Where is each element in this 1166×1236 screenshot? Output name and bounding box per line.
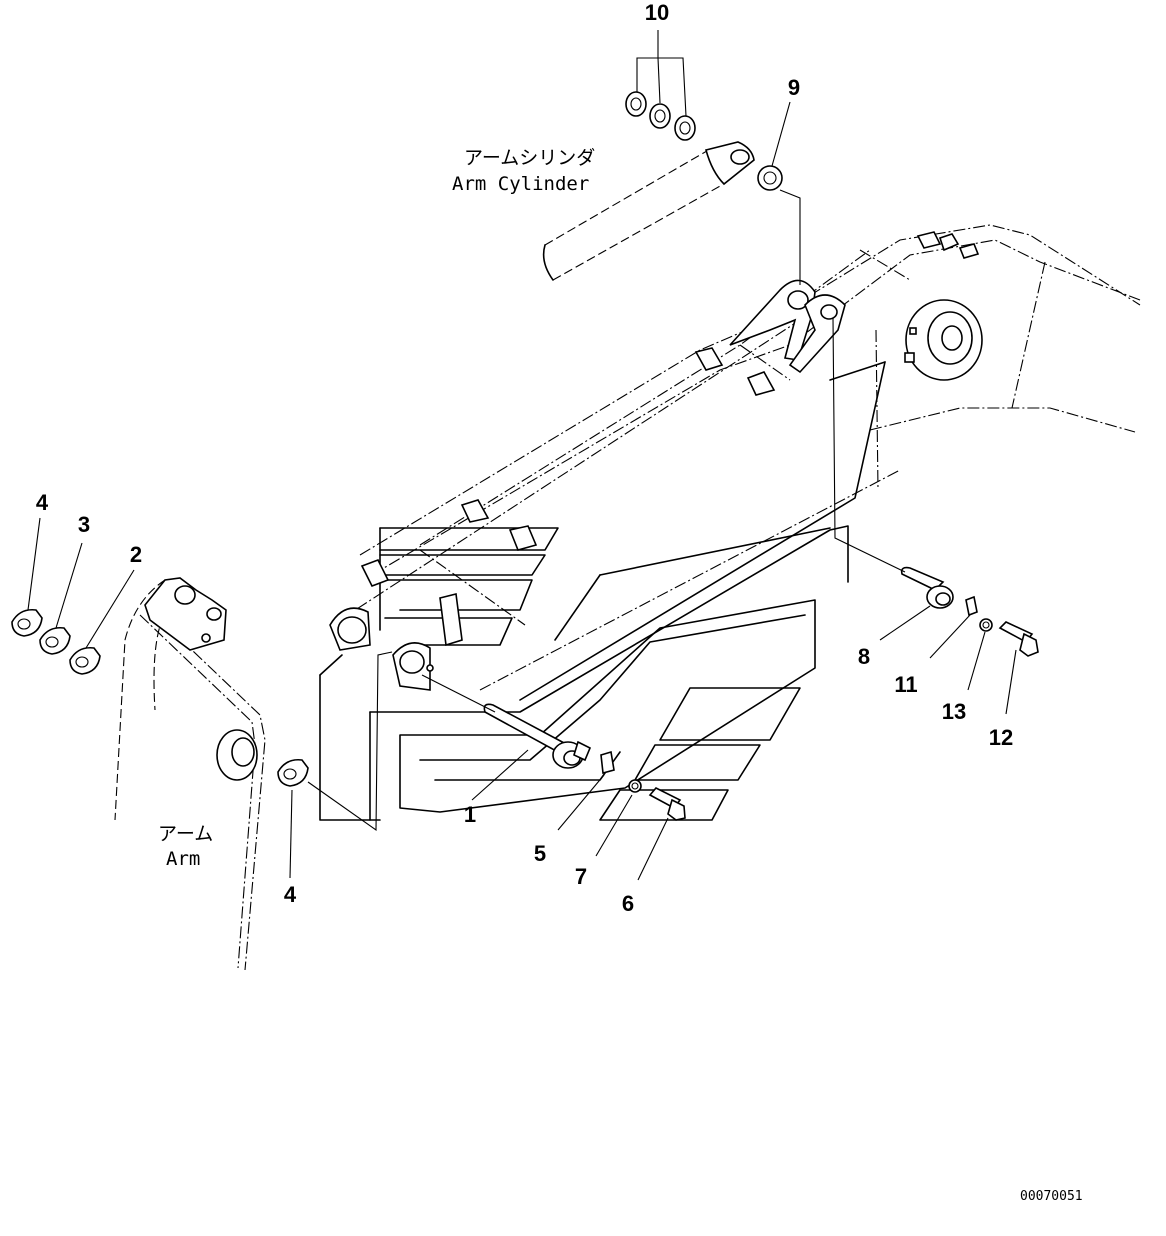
- callout-5: 5: [534, 841, 546, 866]
- shim-9: [757, 165, 783, 191]
- boom-top-bosses: [729, 231, 983, 381]
- shim-4-right: [277, 758, 309, 787]
- bolt-12: [998, 621, 1039, 657]
- callout-11: 11: [894, 672, 917, 697]
- arm-cylinder-label-jp: アームシリンダ: [464, 147, 595, 169]
- arm-outline: [114, 577, 266, 971]
- washer-7: [628, 779, 642, 793]
- pin-1: [483, 703, 592, 769]
- washer-13: [979, 618, 993, 632]
- callout-10: 10: [645, 0, 669, 25]
- callout-9: 9: [788, 75, 800, 100]
- boom-outline: [339, 224, 1141, 691]
- connection-lines: [307, 189, 906, 832]
- leader-lines: [27, 30, 1017, 881]
- piping-clamps: [360, 347, 776, 647]
- callout-6: 6: [622, 891, 634, 916]
- callouts: 10 9 4 3 2 4 1 5 7 6 8 11 13 12: [36, 0, 1013, 916]
- callout-8: 8: [858, 644, 870, 669]
- arm-label-en: Arm: [166, 848, 200, 870]
- arm-cylinder: [542, 141, 755, 281]
- shims-10: [625, 91, 696, 141]
- callout-12: 12: [989, 725, 1013, 750]
- callout-13: 13: [942, 699, 966, 724]
- plate-5: [600, 750, 615, 775]
- callout-4-left: 4: [36, 490, 49, 515]
- boom-bottom-bosses: [329, 607, 434, 691]
- pin-8: [900, 566, 954, 609]
- shims-left: [11, 608, 101, 675]
- plate-11: [965, 595, 978, 617]
- bolt-6: [648, 787, 686, 821]
- arm-cylinder-label-en: Arm Cylinder: [452, 173, 589, 195]
- callout-4-right: 4: [284, 882, 297, 907]
- labels: アームシリンダ Arm Cylinder アーム Arm 00070051: [158, 147, 1083, 1204]
- callout-7: 7: [575, 864, 587, 889]
- callout-1: 1: [464, 802, 476, 827]
- arm-label-jp: アーム: [158, 823, 213, 845]
- drawing-code: 00070051: [1020, 1189, 1083, 1204]
- callout-3: 3: [78, 512, 90, 537]
- callout-2: 2: [130, 542, 142, 567]
